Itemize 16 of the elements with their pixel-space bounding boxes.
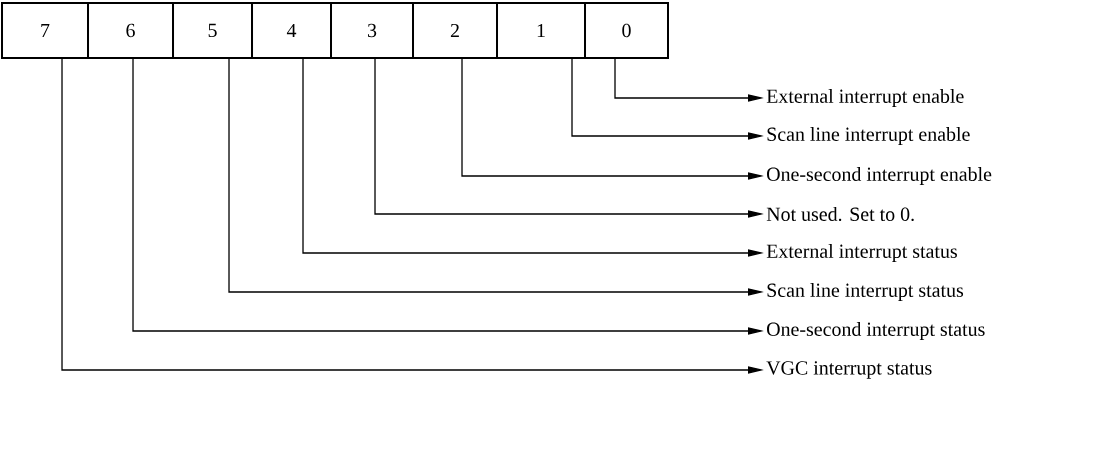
bit-description: Scan line interrupt status: [767, 282, 964, 301]
bit-description: One-second interrupt status: [767, 321, 985, 340]
bit-cell: 0: [584, 2, 669, 59]
bit-description: External interrupt enable: [766, 88, 964, 107]
bit-description: Scan line interrupt enable: [767, 126, 970, 145]
bit-cell: 2: [412, 2, 498, 59]
bit-cell: 5: [172, 2, 253, 59]
bit-description: Not used. Set to 0.: [766, 206, 914, 222]
bit-cell: 3: [330, 2, 414, 59]
bit-cell: 7: [1, 2, 89, 59]
bit-description: One-second interrupt enable: [767, 166, 992, 185]
bit-description: External interrupt status: [766, 243, 957, 262]
bit-cell: 6: [87, 2, 174, 59]
bit-cell: 1: [496, 2, 586, 59]
bit-description: VGC interrupt status: [766, 361, 932, 379]
bit-cell: 4: [251, 2, 332, 59]
